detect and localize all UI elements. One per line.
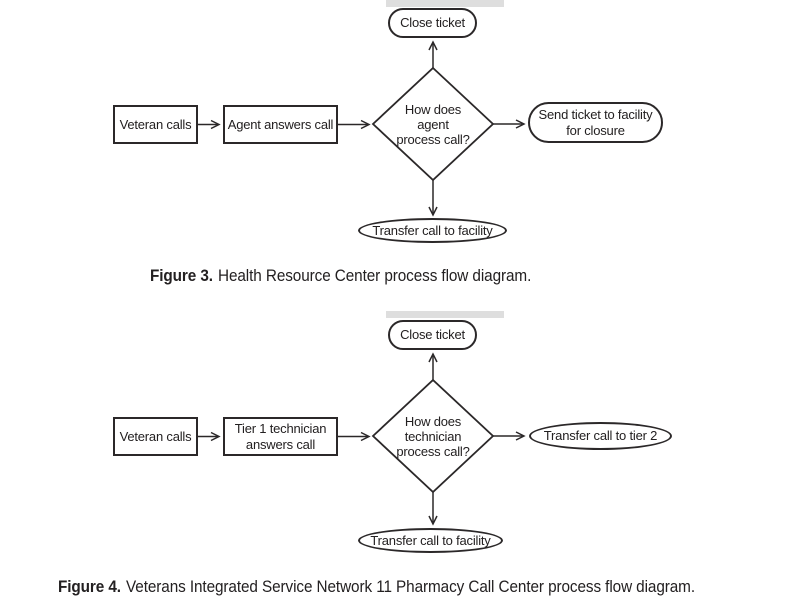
process-label: Veteran calls bbox=[119, 116, 192, 132]
process-label: Veteran calls bbox=[119, 428, 192, 444]
terminal-label: Transfer call to facility bbox=[372, 222, 493, 238]
decision-line: agent bbox=[417, 117, 449, 132]
terminal-label: Transfer call to facility bbox=[370, 532, 491, 548]
decision-line: How does bbox=[404, 102, 462, 117]
process-label: Tier 1 technician answers call bbox=[235, 421, 327, 453]
terminal-line: for closure bbox=[566, 122, 625, 138]
figure-number: Figure 4. bbox=[58, 577, 121, 596]
process-box-agent-answers: Agent answers call bbox=[223, 105, 338, 144]
figure-title: Veterans Integrated Service Network 11 P… bbox=[126, 577, 696, 596]
scan-artifact bbox=[386, 0, 504, 7]
terminal-transfer-tier2: Transfer call to tier 2 bbox=[529, 422, 672, 450]
decision-line: How does bbox=[404, 414, 462, 429]
decision-label: How does technician process call? bbox=[363, 414, 503, 459]
figure-title: Health Resource Center process flow diag… bbox=[218, 266, 532, 285]
process-box-veteran-calls: Veteran calls bbox=[113, 417, 198, 456]
terminal-label: Send ticket to facility for closure bbox=[539, 107, 653, 139]
scan-artifact bbox=[386, 311, 504, 318]
figure-number: Figure 3. bbox=[150, 266, 213, 285]
decision-label: How does agent process call? bbox=[363, 102, 503, 147]
terminal-label: Transfer call to tier 2 bbox=[543, 428, 658, 443]
terminal-send-ticket: Send ticket to facility for closure bbox=[528, 102, 663, 143]
process-box-veteran-calls: Veteran calls bbox=[113, 105, 198, 144]
process-label: Agent answers call bbox=[227, 116, 334, 132]
terminal-close-ticket: Close ticket bbox=[388, 320, 477, 350]
terminal-transfer-facility: Transfer call to facility bbox=[358, 218, 507, 243]
decision-line: process call? bbox=[396, 132, 470, 147]
decision-line: technician bbox=[404, 429, 462, 444]
terminal-transfer-facility: Transfer call to facility bbox=[358, 528, 503, 553]
process-line: answers call bbox=[245, 436, 316, 452]
process-box-tier1-answers: Tier 1 technician answers call bbox=[223, 417, 338, 456]
decision-line: process call? bbox=[396, 444, 470, 459]
figure4-caption: Figure 4. Veterans Integrated Service Net… bbox=[58, 577, 695, 597]
figure3-caption: Figure 3. Health Resource Center process … bbox=[150, 266, 531, 286]
terminal-close-ticket: Close ticket bbox=[388, 8, 477, 38]
process-line: Tier 1 technician bbox=[234, 420, 327, 436]
terminal-line: Send ticket to facility bbox=[538, 106, 653, 122]
terminal-label: Close ticket bbox=[400, 15, 465, 30]
terminal-label: Close ticket bbox=[400, 327, 465, 342]
